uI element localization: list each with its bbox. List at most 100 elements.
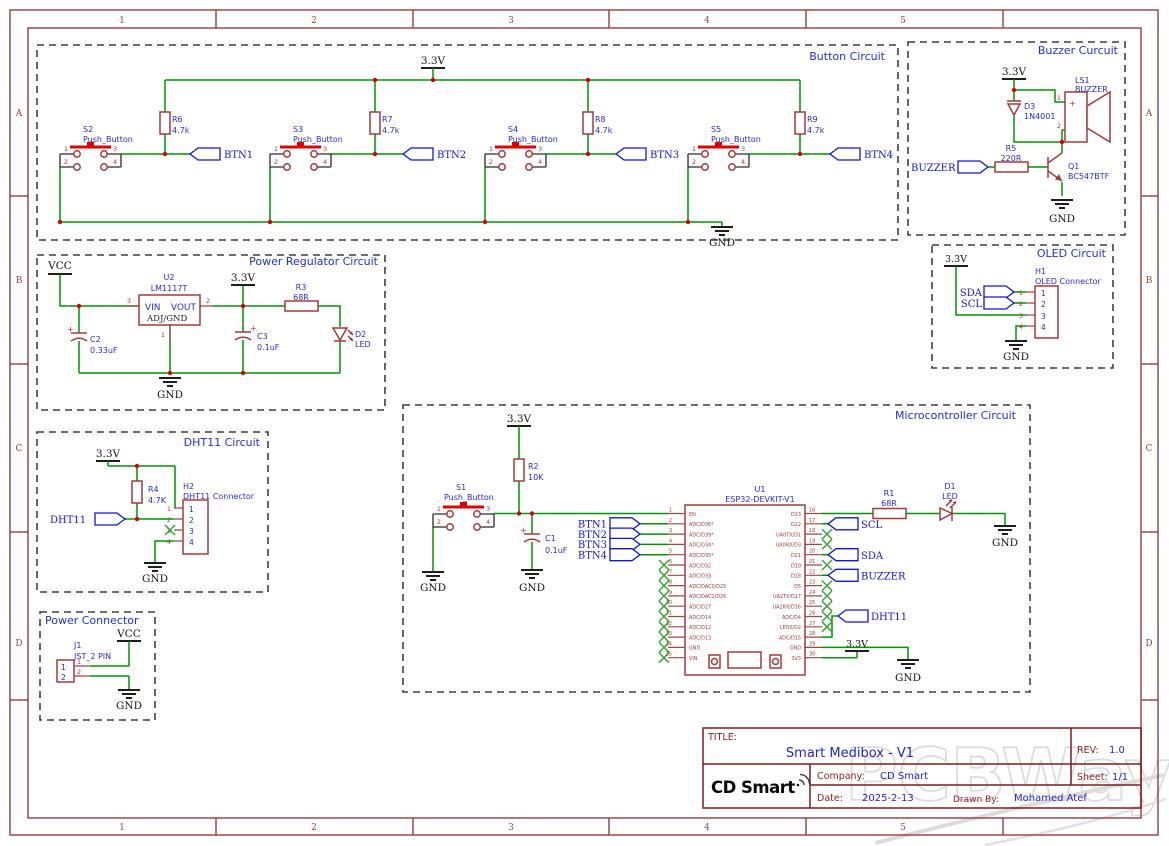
u2-vout-pin: VOUT <box>171 303 197 313</box>
dht11-circuit-title[interactable]: DHT11 Circuit <box>184 436 261 449</box>
dht11-circuit-box[interactable] <box>36 431 269 593</box>
speaker-ls1[interactable]: + LS1 BUZZER 1 2 <box>1057 76 1111 144</box>
netflag-buzzer-mcu[interactable]: BUZZER <box>827 568 906 583</box>
u1-pin-name: ADC/D39* <box>689 532 714 538</box>
netflag-scl-oled[interactable]: SCL <box>961 296 1015 310</box>
section-oled-circuit[interactable]: OLED Circuit 3.3V H1 OLED Connector 1 2 … <box>931 244 1114 369</box>
date-label: Date: <box>817 793 843 804</box>
netflag-buzzer[interactable]: BUZZER <box>911 160 989 174</box>
power-connector-box[interactable] <box>39 611 156 721</box>
q1-ref: Q1 <box>1068 162 1079 171</box>
capacitor-c2[interactable]: + C2 0.33uF <box>67 325 118 355</box>
power-flag-vcc[interactable]: VCC <box>47 260 73 275</box>
r3-value: 68R <box>293 293 309 302</box>
resistor-r3[interactable]: R3 68R <box>284 283 319 312</box>
resistor-r6[interactable]: R6 4.7k <box>159 111 190 135</box>
resistor-r5[interactable]: R5 220R <box>994 144 1029 173</box>
oled-circuit-box[interactable] <box>931 244 1114 369</box>
gnd-symbol-c1[interactable]: GND <box>519 569 545 594</box>
power-connector-title[interactable]: Power Connector <box>45 614 139 627</box>
frame-col-5-bottom: 5 <box>900 823 906 833</box>
s3-value: Push_Button <box>293 135 343 144</box>
ls1-plus: + <box>1069 99 1076 108</box>
section-power-regulator[interactable]: Power Regulator Circuit VCC U2 LM1117T V… <box>36 254 386 411</box>
section-power-connector[interactable]: Power Connector VCC J1 JST_2 PIN 1 2 1 2… <box>39 611 156 721</box>
netflag-btn4-mcu[interactable]: BTN4 <box>578 548 641 562</box>
resistor-r2[interactable]: R2 10K <box>513 458 544 482</box>
netflag-sda-oled[interactable]: SDA <box>960 285 1015 299</box>
button-circuit-title[interactable]: Button Circuit <box>809 50 885 63</box>
chip-u1-esp32[interactable]: U1 ESP32-DEVKIT-V1 1 2 3 4 5 6 7 8 9 10 … <box>658 485 833 676</box>
netflag-btn2-mcu[interactable]: BTN2 <box>578 527 641 541</box>
pushbutton-s2[interactable]: S2 Push_Button 1 2 3 4 <box>58 125 133 172</box>
connector-h1[interactable]: H1 OLED Connector 1 2 3 4 1 2 3 4 <box>1019 267 1102 339</box>
gnd-symbol-dht11[interactable]: GND <box>142 562 168 585</box>
buzzer-circuit-title[interactable]: Buzzer Curcuit <box>1038 44 1119 57</box>
section-dht11-circuit[interactable]: DHT11 Circuit 3.3V R4 4.7K H2 DHT11 Conn… <box>36 431 269 593</box>
netflag-dht11-mcu[interactable]: DHT11 <box>837 609 907 623</box>
mcu-circuit-title[interactable]: Microcontroller Circuit <box>895 409 1017 422</box>
power-regulator-box[interactable] <box>36 254 386 411</box>
transistor-q1[interactable]: Q1 BC547BTF <box>1047 152 1110 182</box>
netflag-dht11[interactable]: DHT11 <box>50 512 126 526</box>
netflag-sda-mcu[interactable]: SDA <box>827 548 884 562</box>
connector-j1[interactable]: J1 JST_2 PIN 1 2 1 2 <box>56 641 111 683</box>
oled-circuit-title[interactable]: OLED Circuit <box>1037 247 1107 260</box>
netflag-btn4[interactable]: BTN4 <box>829 147 893 161</box>
company-value[interactable]: CD Smart <box>880 771 928 782</box>
connector-h2[interactable]: H2 DHT11 Connector 1 2 3 4 1 2 3 4 <box>164 482 255 555</box>
drawn-by-value[interactable]: Mohamed Atef <box>1014 793 1087 804</box>
power-flag-vcc-conn[interactable]: VCC <box>116 628 142 642</box>
s1-pin2: 2 <box>437 518 441 526</box>
power-flag-3v3-oled[interactable]: 3.3V <box>943 254 969 267</box>
power-flag-3v3-pin30[interactable]: 3.3V <box>844 639 870 652</box>
pushbutton-s3[interactable]: S3 Push_Button 1 2 3 4 <box>268 125 343 172</box>
power-flag-3v3-reg[interactable]: 3.3V <box>230 272 256 286</box>
gnd-symbol-pin29[interactable]: GND <box>895 659 921 684</box>
netflag-btn3[interactable]: BTN3 <box>615 147 679 161</box>
pushbutton-s1[interactable]: S1 Push_Button 1 2 3 4 <box>431 483 496 532</box>
frame-col-4-bottom: 4 <box>704 823 710 833</box>
netflag-btn1-mcu[interactable]: BTN1 <box>578 517 641 531</box>
pushbutton-s4[interactable]: S4 Push_Button 1 2 3 4 <box>483 125 558 172</box>
netflag-btn2[interactable]: BTN2 <box>402 147 466 161</box>
resistor-r1[interactable]: R1 68R <box>872 489 907 520</box>
schematic-title[interactable]: Smart Medibox - V1 <box>786 746 914 761</box>
gnd-symbol-power-connector[interactable]: GND <box>116 689 142 712</box>
mcu-circuit-box[interactable] <box>402 404 1031 693</box>
power-flag-3v3-buzzer[interactable]: 3.3V <box>1001 66 1027 80</box>
sheet-value[interactable]: 1/1 <box>1112 772 1128 783</box>
power-flag-3v3-dht[interactable]: 3.3V <box>95 448 121 462</box>
gnd-symbol-s1[interactable]: GND <box>420 571 446 594</box>
gnd-symbol-regulator[interactable]: GND <box>157 377 183 401</box>
gnd-symbol-oled[interactable]: GND <box>1003 340 1029 363</box>
regulator-u2[interactable]: U2 LM1117T VIN VOUT ADJ/GND 3 2 1 <box>127 273 210 339</box>
resistor-r4[interactable]: R4 4.7K <box>131 480 167 505</box>
u1-pin-name: ADC/D32 <box>689 563 711 569</box>
power-flag-3v3-mcu[interactable]: 3.3V <box>506 413 532 427</box>
resistor-r7[interactable]: R7 4.7k <box>369 111 400 135</box>
r8-value: 4.7k <box>595 126 613 135</box>
rev-value[interactable]: 1.0 <box>1109 745 1125 756</box>
led-d1[interactable]: D1 LED <box>939 482 958 522</box>
gnd-symbol-buttons[interactable]: GND <box>709 226 735 249</box>
capacitor-c1[interactable]: + C1 0.1uF <box>520 526 568 555</box>
gnd-symbol-buzzer[interactable]: GND <box>1049 199 1075 225</box>
power-regulator-title[interactable]: Power Regulator Circuit <box>249 255 379 268</box>
section-mcu-circuit[interactable]: Microcontroller Circuit 3.3V R2 10K S1 P… <box>402 404 1031 693</box>
h1-pin4-number: 4 <box>1019 323 1023 331</box>
section-button-circuit[interactable]: Button Circuit 3.3V R6 4.7k R7 4.7k R8 4… <box>36 44 899 249</box>
section-buzzer-circuit[interactable]: Buzzer Curcuit 3.3V D3 1N4001 + LS1 BUZZ… <box>907 41 1126 236</box>
diode-d3[interactable]: D3 1N4001 <box>1006 100 1055 121</box>
capacitor-c3[interactable]: + C3 0.1uF <box>234 324 280 352</box>
gnd-symbol-d1[interactable]: GND <box>992 525 1018 549</box>
resistor-r8[interactable]: R8 4.7k <box>582 111 613 135</box>
netflag-btn3-mcu[interactable]: BTN3 <box>578 537 641 551</box>
pushbutton-s5[interactable]: S5 Push_Button 1 2 3 4 <box>686 125 761 172</box>
buzzer-circuit-box[interactable] <box>907 41 1126 236</box>
netflag-scl-mcu[interactable]: SCL <box>827 517 883 531</box>
resistor-r9[interactable]: R9 4.7k <box>794 111 825 135</box>
date-value[interactable]: 2025-2-13 <box>862 793 914 804</box>
netflag-btn1[interactable]: BTN1 <box>189 147 253 161</box>
led-d2[interactable]: D2 LED <box>331 327 371 349</box>
